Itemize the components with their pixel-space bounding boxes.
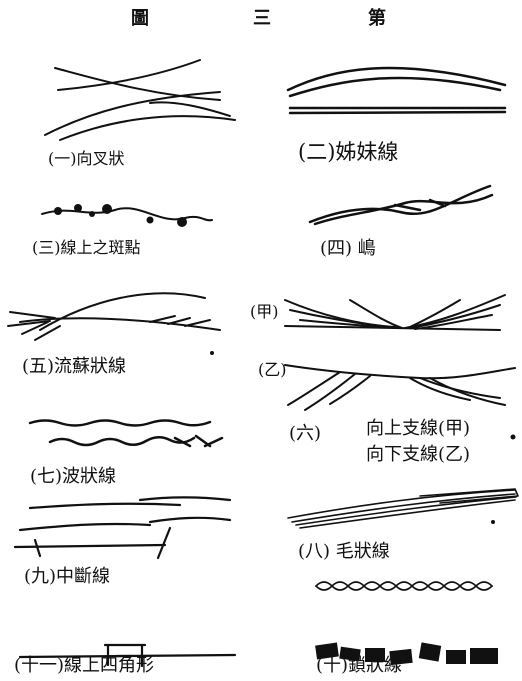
label-hair-line: (八) 毛狀線 (298, 541, 390, 562)
label-spotted-line: (三)線上之斑點 (32, 238, 141, 257)
drawing-wavy-lines (28, 419, 224, 448)
drawing-chain-blocks (315, 642, 498, 666)
title-char-2: 三 (253, 8, 271, 29)
drawing-square-on-line (18, 643, 237, 668)
label-chain-line: (十)鎖狀線 (316, 655, 403, 676)
label-square-on-line: (十一)線上四角形 (14, 655, 155, 676)
drawing-island-line (308, 184, 494, 226)
drawing-fringe-line (7, 292, 221, 341)
label-island: (四) 嶋 (320, 238, 376, 259)
drawing-upward-branch-line (284, 294, 506, 331)
label-branch-lines: (六) (289, 423, 322, 444)
title-char-3: 第 (368, 8, 386, 29)
label-downward-branch: 向下支線(乙) (366, 444, 471, 465)
title-char-1: 圖 (131, 8, 149, 29)
label-sister-lines: (二)姊妹線 (298, 140, 399, 164)
drawing-chain-line (315, 581, 493, 591)
label-wavy-lines: (七)波狀線 (30, 466, 117, 487)
label-variant-b: (乙) (258, 360, 287, 379)
drawing-hair-line (287, 488, 519, 529)
label-interrupted-lines: (九)中斷線 (24, 566, 111, 587)
drawing-spotted-line (41, 204, 213, 227)
label-crossing-lines: (一)向叉狀 (48, 149, 125, 168)
drawing-interrupted-lines (13, 496, 232, 560)
label-fringe-line: (五)流蘇狀線 (22, 356, 127, 377)
label-variant-a: (甲) (250, 302, 279, 321)
label-upward-branch: 向上支線(甲) (366, 418, 471, 439)
drawing-downward-branch-line (284, 364, 516, 411)
drawing-crossing-lines (44, 59, 236, 141)
drawing-sister-lines (286, 66, 507, 115)
